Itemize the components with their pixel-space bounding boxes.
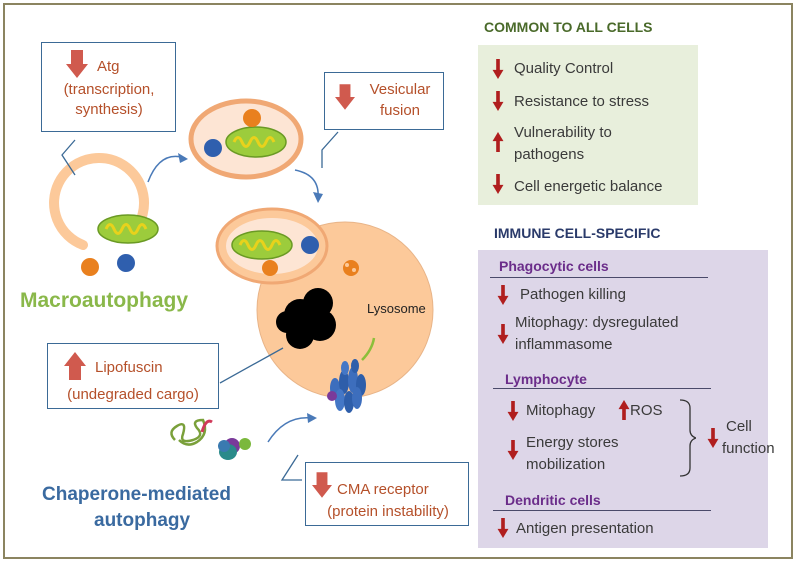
- autophagy-diagram: [49, 98, 434, 481]
- common-item-2: Resistance to stress: [514, 93, 650, 110]
- lipofuscin-detail: (undegraded cargo): [67, 386, 199, 403]
- immune-title: IMMUNE CELL-SPECIFIC: [494, 225, 661, 241]
- lymphocyte-title: Lymphocyte: [505, 371, 587, 387]
- down-arrow-icon: [492, 59, 504, 79]
- vesicular-label-1: Vesicular: [369, 81, 431, 98]
- phagocytic-item-2: Mitophagy: dysregulated: [515, 314, 679, 331]
- cma-receptor: [327, 337, 376, 413]
- cma-title-2: autophagy: [94, 510, 191, 531]
- vesicular-fusion-callout: [324, 72, 444, 130]
- down-arrow-icon: [507, 440, 519, 460]
- dendritic-title: Dendritic cells: [505, 492, 601, 508]
- common-item-3b: pathogens: [514, 146, 585, 163]
- atg-detail-1: (transcription,: [63, 81, 155, 98]
- lipofuscin-cluster: [276, 288, 336, 349]
- cma-receptor-callout: [305, 462, 469, 526]
- phagocytic-item-2b: inflammasome: [515, 336, 613, 353]
- lymphocyte-energy-1: Energy stores: [526, 434, 619, 451]
- mitochondrion-icon: [231, 230, 293, 260]
- atg-callout: [41, 42, 176, 132]
- cma-receptor-detail: (protein instability): [327, 503, 449, 520]
- down-arrow-icon: [492, 91, 504, 111]
- macroautophagy-label: Macroautophagy: [20, 289, 189, 312]
- phagocytic-divider: [490, 277, 708, 278]
- down-arrow-icon: [497, 285, 509, 305]
- common-item-3: Vulnerability to: [514, 124, 612, 141]
- immune-panel: [478, 250, 768, 548]
- dendritic-divider: [493, 510, 711, 511]
- down-arrow-icon: [507, 401, 519, 421]
- mitochondrion-icon: [97, 214, 159, 244]
- lymphocyte-energy-2: mobilization: [526, 456, 606, 473]
- mitochondrion-icon: [225, 126, 287, 158]
- figure-frame: [3, 3, 793, 559]
- cma-title-1: Chaperone-mediated: [42, 484, 231, 505]
- up-arrow-icon: [492, 132, 504, 152]
- callout-line: [219, 347, 284, 384]
- lysosome-label: Lysosome: [367, 301, 426, 316]
- common-item-4: Cell energetic balance: [514, 178, 663, 195]
- phagocytic-item-1: Pathogen killing: [520, 286, 626, 303]
- down-arrow-icon: [497, 324, 509, 344]
- flow-arrow: [267, 416, 313, 443]
- callout-line: [280, 454, 302, 481]
- cma-receptor-label: CMA receptor: [337, 481, 429, 498]
- phagophore: [49, 152, 150, 250]
- down-arrow-icon: [707, 428, 719, 448]
- down-arrow-icon: [66, 50, 88, 78]
- lymphocyte-ros: ROS: [630, 402, 663, 419]
- common-item-1: Quality Control: [514, 60, 614, 77]
- chaperone-substrate-complex: [170, 418, 251, 460]
- vesicular-label-2: fusion: [379, 102, 421, 119]
- up-arrow-icon: [618, 400, 630, 420]
- down-arrow-icon: [497, 518, 509, 538]
- lipofuscin-label: Lipofuscin: [95, 359, 163, 376]
- dendritic-item: Antigen presentation: [516, 520, 654, 537]
- lymphocyte-mitophagy: Mitophagy: [526, 402, 596, 419]
- callout-line: [321, 131, 339, 168]
- down-arrow-icon: [335, 84, 355, 110]
- callout-line: [61, 139, 76, 176]
- cell-function-2: function: [722, 440, 775, 457]
- common-title: COMMON TO ALL CELLS: [484, 19, 653, 35]
- down-arrow-icon: [492, 174, 504, 194]
- lymphocyte-divider: [493, 388, 711, 389]
- degrading-particle: [343, 260, 359, 276]
- atg-detail-2: synthesis): [75, 101, 143, 118]
- phagocytic-title: Phagocytic cells: [499, 258, 609, 274]
- up-arrow-icon: [64, 352, 86, 380]
- bracket: [680, 399, 696, 477]
- down-arrow-icon: [312, 472, 332, 498]
- common-panel: [478, 45, 698, 205]
- atg-label: Atg: [97, 58, 120, 75]
- cell-function-1: Cell: [726, 418, 752, 435]
